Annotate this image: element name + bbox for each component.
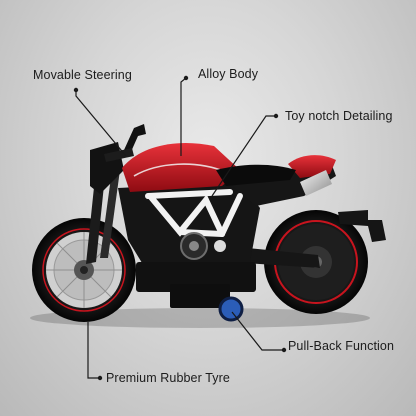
callout-pullback: Pull-Back Function [288,339,395,353]
callout-movable-steering: Movable Steering [33,68,132,82]
headlight-fairing [90,142,124,194]
rear-bracket [338,210,386,242]
trellis-frame [145,189,243,237]
handlebar [104,148,134,162]
seat [216,164,296,186]
callout-alloy-body: Alloy Body [198,67,259,81]
callout-rubber-tyre: Premium Rubber Tyre [106,371,230,385]
callout-dots [73,75,287,381]
callout-detailing: Toy notch Detailing [285,109,393,123]
pullback-wheel [218,296,244,322]
front-wheel [32,218,136,322]
mirror [124,124,146,154]
ground-shadow [30,308,370,328]
exhaust [300,170,332,196]
red-body [122,142,240,192]
